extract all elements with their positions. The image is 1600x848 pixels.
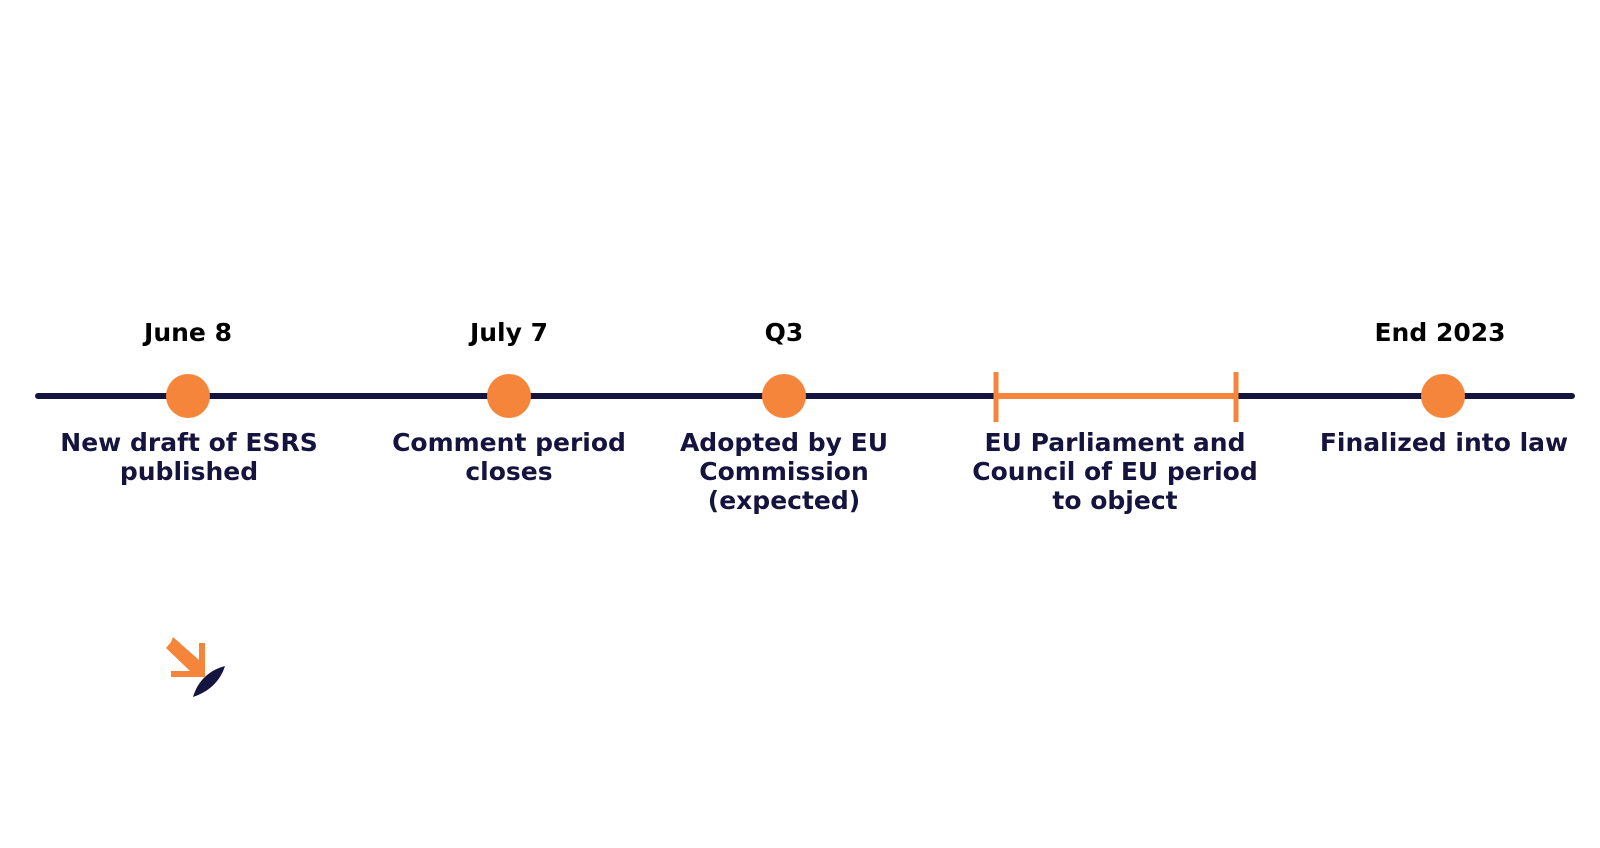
milestone-description-q3: Adopted by EU Commission (expected) (679, 428, 889, 515)
milestone-description-july-7: Comment period closes (392, 428, 626, 486)
arrow-leaf-logo-icon (166, 637, 225, 697)
logo-arrow-shape (166, 637, 205, 677)
milestone-description-june-8: New draft of ESRS published (60, 428, 318, 486)
objection-period-description: EU Parliament and Council of EU period t… (972, 428, 1258, 515)
milestone-dot-june-8 (166, 374, 210, 418)
milestone-date-end-2023: End 2023 (1374, 318, 1506, 347)
milestone-dot-end-2023 (1421, 374, 1465, 418)
milestone-date-july-7: July 7 (469, 318, 549, 347)
milestone-date-june-8: June 8 (144, 318, 232, 347)
logo-leaf-shape (193, 666, 225, 697)
milestone-dot-july-7 (487, 374, 531, 418)
milestone-description-end-2023: Finalized into law (1319, 428, 1569, 457)
milestone-date-q3: Q3 (764, 318, 804, 347)
milestone-dot-q3 (762, 374, 806, 418)
